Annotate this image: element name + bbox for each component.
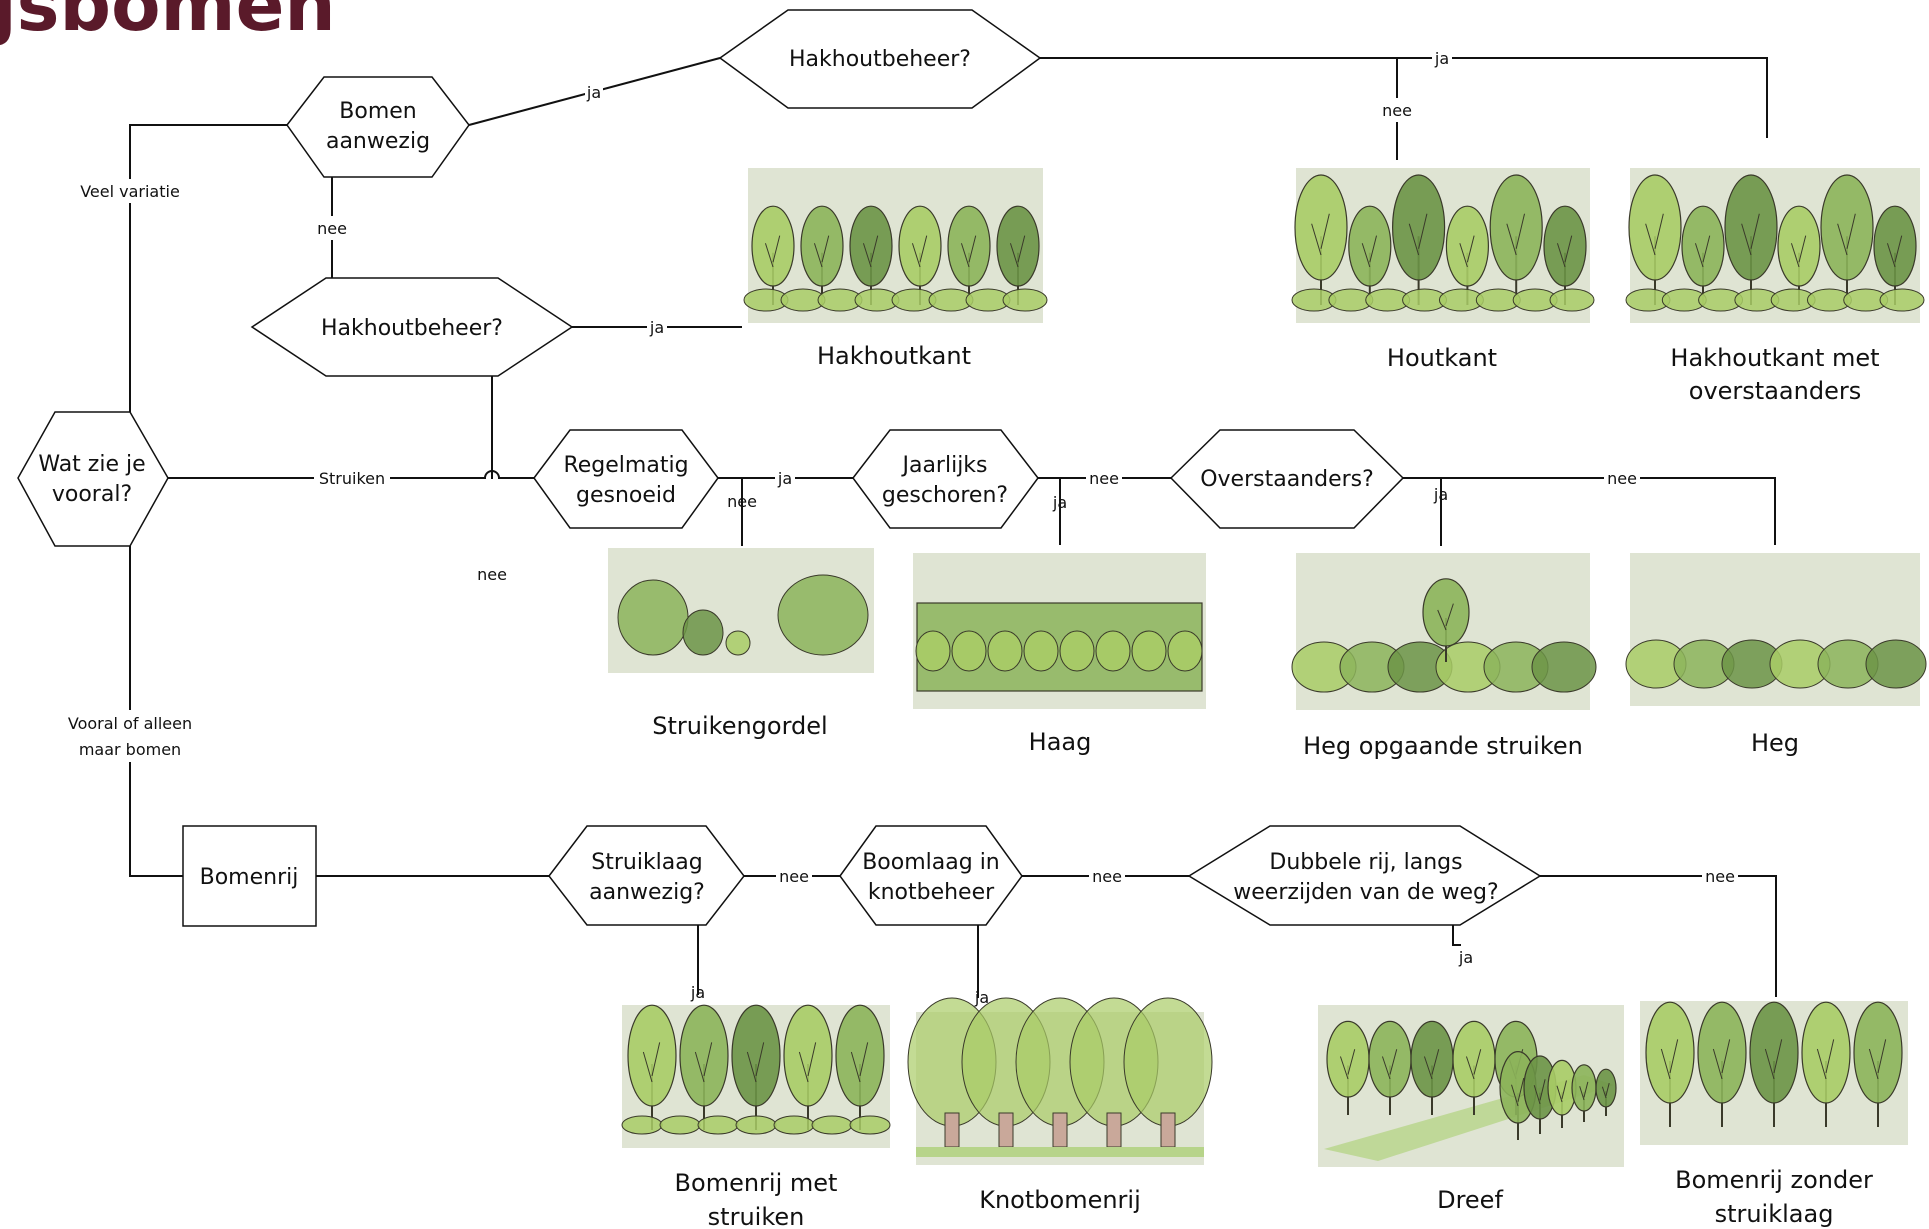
node-label: Hakhoutbeheer? xyxy=(321,316,503,341)
edge-label-nee: nee xyxy=(1092,867,1122,886)
node-label-line-2: knotbeheer xyxy=(868,880,995,905)
caption-haag: Haag xyxy=(1029,728,1092,756)
decision-node-overstaanders: Overstaanders? xyxy=(1169,429,1405,529)
knotbomenrij-illustration xyxy=(907,997,1213,1165)
node-label-line-1: Bomen xyxy=(339,99,416,124)
decision-node-wat-zie-je: Wat zie je vooral? xyxy=(17,411,169,547)
decision-node-dubbele-rij: Dubbele rij, langs weerzijden van de weg… xyxy=(1187,825,1542,926)
edge-label-vooral-line-1: Vooral of alleen xyxy=(68,714,192,733)
node-label-line-2: aanwezig? xyxy=(589,880,705,905)
caption-hakhoutkant-met-overstaanders-line-2: overstaanders xyxy=(1689,377,1861,405)
process-node-bomenrij: Bomenrij xyxy=(182,825,317,927)
caption-struikengordel: Struikengordel xyxy=(652,712,827,740)
caption-dreef: Dreef xyxy=(1437,1186,1503,1214)
caption-bomenrij-zonder-struiklaag-line-1: Bomenrij zonder xyxy=(1675,1166,1873,1194)
bomenrij-met-struiken-illustration xyxy=(621,1004,891,1148)
edge-label-ja: ja xyxy=(1434,49,1449,68)
dreef-illustration xyxy=(1318,1005,1624,1167)
decision-node-bomen-aanwezig: Bomen aanwezig xyxy=(286,76,470,178)
edge-label-vooral-line-2: maar bomen xyxy=(79,740,181,759)
node-label-line-1: Jaarlijks xyxy=(900,453,987,478)
edge-label-ja: ja xyxy=(777,469,792,488)
caption-knotbomenrij: Knotbomenrij xyxy=(979,1186,1141,1214)
edge-label-veel-variatie: Veel variatie xyxy=(80,182,180,201)
node-label-line-1: Regelmatig xyxy=(563,453,688,478)
decision-node-jaarlijks-geschoren: Jaarlijks geschoren? xyxy=(852,429,1039,529)
decision-node-struiklaag-aanwezig: Struiklaag aanwezig? xyxy=(548,825,745,926)
edge-label-nee: nee xyxy=(1705,867,1735,886)
node-label-line-2: vooral? xyxy=(52,482,132,507)
edge-label-ja: ja xyxy=(649,318,664,337)
caption-bomenrij-met-struiken-line-2: struiken xyxy=(708,1203,805,1229)
haag-illustration xyxy=(913,553,1206,709)
bomenrij-zonder-struiklaag-illustration xyxy=(1640,1001,1908,1145)
page-title: jsbomen xyxy=(0,0,336,47)
edge-label-nee: nee xyxy=(1607,469,1637,488)
node-label-line-2: weerzijden van de weg? xyxy=(1233,880,1498,905)
houtkant-illustration xyxy=(1291,168,1595,323)
decision-node-boomlaag-knotbeheer: Boomlaag in knotbeheer xyxy=(839,825,1023,926)
heg-illustration xyxy=(1625,553,1927,706)
node-label-line-1: Boomlaag in xyxy=(862,850,1000,875)
decision-node-regelmatig-gesnoeid: Regelmatig gesnoeid xyxy=(533,429,719,529)
caption-heg-opgaande-struiken: Heg opgaande struiken xyxy=(1303,732,1583,760)
caption-heg: Heg xyxy=(1751,729,1799,757)
caption-houtkant: Houtkant xyxy=(1387,344,1497,372)
edge-label-nee: nee xyxy=(1382,101,1412,120)
connector-lines xyxy=(129,57,1777,998)
node-label-line-1: Struiklaag xyxy=(591,850,702,875)
node-label-line-2: aanwezig xyxy=(326,129,430,154)
edge-label-ja: ja xyxy=(1433,485,1448,504)
caption-hakhoutkant: Hakhoutkant xyxy=(817,342,971,370)
edge-labels: Veel variatie ja ja nee nee ja nee Strui… xyxy=(58,48,1738,1007)
struikengordel-illustration xyxy=(608,548,874,673)
edge-label-struiken: Struiken xyxy=(319,469,385,488)
hakhoutkant-illustration xyxy=(743,168,1048,323)
heg-opgaande-struiken-illustration xyxy=(1291,553,1597,710)
node-label-line-2: gesnoeid xyxy=(576,483,676,508)
node-label-line-1: Dubbele rij, langs xyxy=(1269,850,1462,875)
edge-label-nee: nee xyxy=(477,565,507,584)
edge-label-ja: ja xyxy=(974,988,989,1007)
edge-label-ja: ja xyxy=(586,83,601,102)
edge-label-ja: ja xyxy=(690,983,705,1002)
caption-bomenrij-zonder-struiklaag-line-2: struiklaag xyxy=(1715,1200,1834,1228)
captions: Hakhoutkant Houtkant Hakhoutkant met ove… xyxy=(652,342,1879,1229)
edge-label-nee: nee xyxy=(317,219,347,238)
edge-label-nee: nee xyxy=(1089,469,1119,488)
node-label: Overstaanders? xyxy=(1200,467,1374,492)
decision-node-hakhoutbeheer-mid: Hakhoutbeheer? xyxy=(250,277,574,377)
illustration-panels xyxy=(608,168,1927,1167)
node-label-line-1: Wat zie je xyxy=(38,452,145,477)
caption-hakhoutkant-met-overstaanders-line-1: Hakhoutkant met xyxy=(1670,344,1879,372)
edge-label-ja: ja xyxy=(1458,948,1473,967)
decision-node-hakhoutbeheer-top: Hakhoutbeheer? xyxy=(718,9,1042,109)
edge-label-ja: ja xyxy=(1052,493,1067,512)
node-label: Bomenrij xyxy=(200,865,299,890)
caption-bomenrij-met-struiken-line-1: Bomenrij met xyxy=(675,1169,838,1197)
hakhoutkant-met-overstaanders-illustration xyxy=(1625,168,1925,323)
edge-label-nee: nee xyxy=(779,867,809,886)
node-label: Hakhoutbeheer? xyxy=(789,47,971,72)
edge-label-nee: nee xyxy=(727,492,757,511)
node-label-line-2: geschoren? xyxy=(882,483,1008,508)
